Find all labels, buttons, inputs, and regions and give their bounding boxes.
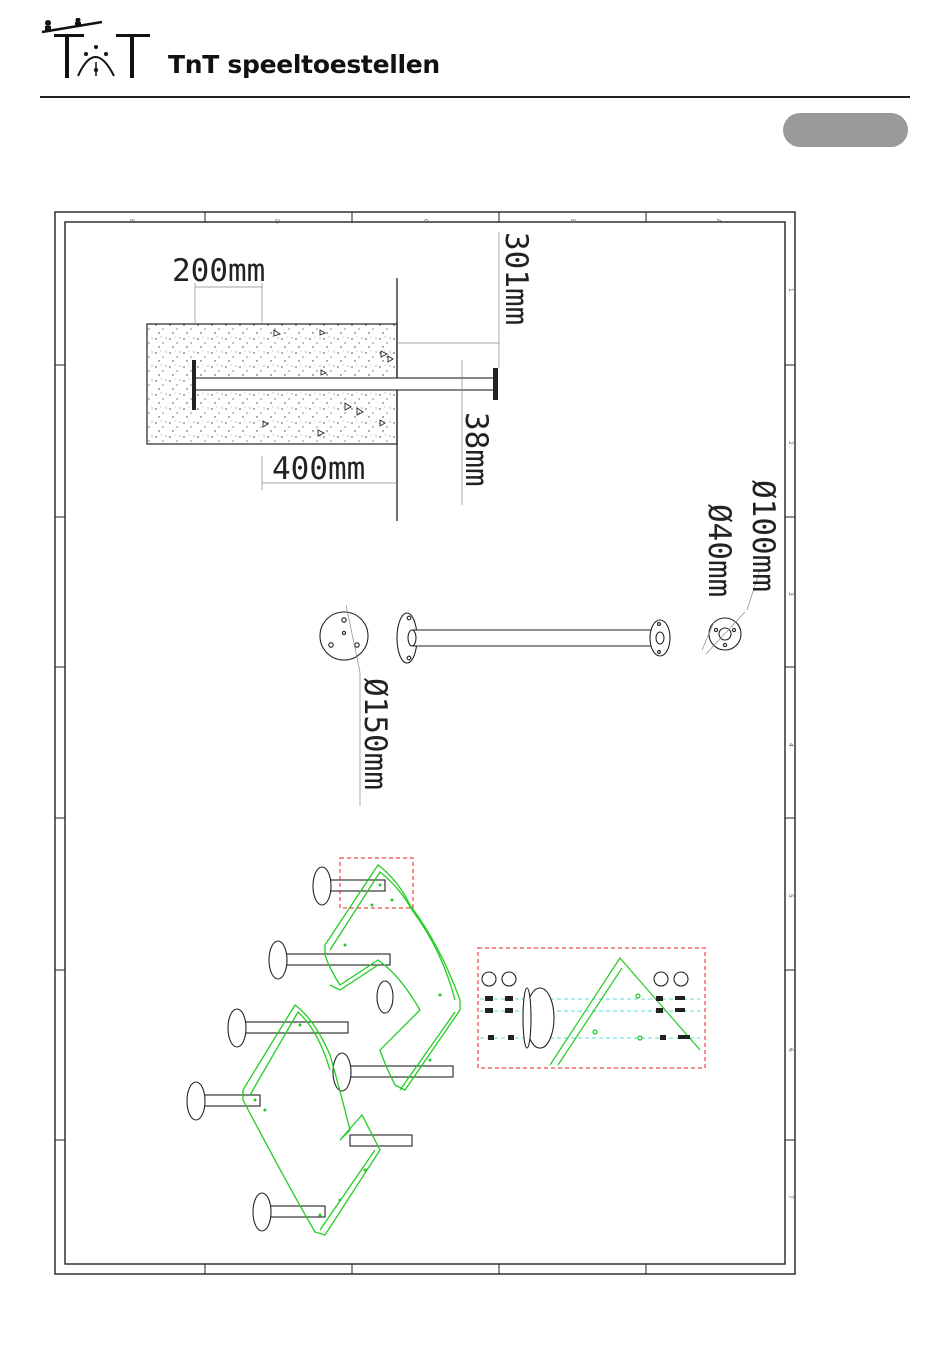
bolt xyxy=(656,1008,663,1013)
frame-row-label: 2 xyxy=(787,441,794,445)
anchor-plate xyxy=(192,360,196,410)
post-base-plate xyxy=(269,941,287,979)
bolt xyxy=(485,996,493,1001)
bolt xyxy=(508,1035,514,1040)
frame-row-label: 5 xyxy=(787,894,794,898)
bolt xyxy=(505,996,513,1001)
bolt xyxy=(660,1035,666,1040)
post-base-plate xyxy=(333,1053,351,1091)
frame-row-label: 1 xyxy=(787,288,794,292)
dim-depth: 301mm xyxy=(498,232,534,325)
post-tube xyxy=(412,630,660,646)
top-flange xyxy=(493,368,498,400)
bolt xyxy=(488,1035,494,1040)
post-base-plate xyxy=(253,1193,271,1231)
bolt xyxy=(675,996,685,1000)
frame-col-label: D xyxy=(273,219,280,224)
frame-col-label: C xyxy=(422,219,429,223)
frame-col-label: A xyxy=(715,219,722,224)
post-elevation-view xyxy=(320,612,741,663)
dim-width-top: 200mm xyxy=(172,253,265,289)
anchor-rod xyxy=(195,378,496,390)
bolt xyxy=(675,1008,685,1012)
bolt xyxy=(656,996,663,1001)
bolt xyxy=(505,1008,513,1013)
frame-row-label: 4 xyxy=(787,743,794,747)
frame-col-label: E xyxy=(128,219,135,223)
dim-flange-inner: Ø40mm xyxy=(701,504,737,597)
frame-row-label: 7 xyxy=(787,1195,794,1199)
frame-row-label: 6 xyxy=(787,1048,794,1052)
detail-view xyxy=(478,948,705,1068)
dim-flange-outer: Ø100mm xyxy=(745,480,781,592)
assembly-view xyxy=(187,858,460,1235)
dim-height: 400mm xyxy=(272,451,365,487)
concrete-section-view: 200mm 400mm 301mm 38mm xyxy=(147,232,534,521)
post-base-plate xyxy=(187,1082,205,1120)
dim-base-plate: Ø150mm xyxy=(357,678,393,790)
bolt xyxy=(485,1008,493,1013)
dim-rod: 38mm xyxy=(458,412,494,487)
frame-col-label: B xyxy=(569,219,576,223)
frame-row-label: 3 xyxy=(787,592,794,596)
post-base-plate xyxy=(313,867,331,905)
post-base-plate xyxy=(228,1009,246,1047)
bolt xyxy=(678,1035,690,1039)
